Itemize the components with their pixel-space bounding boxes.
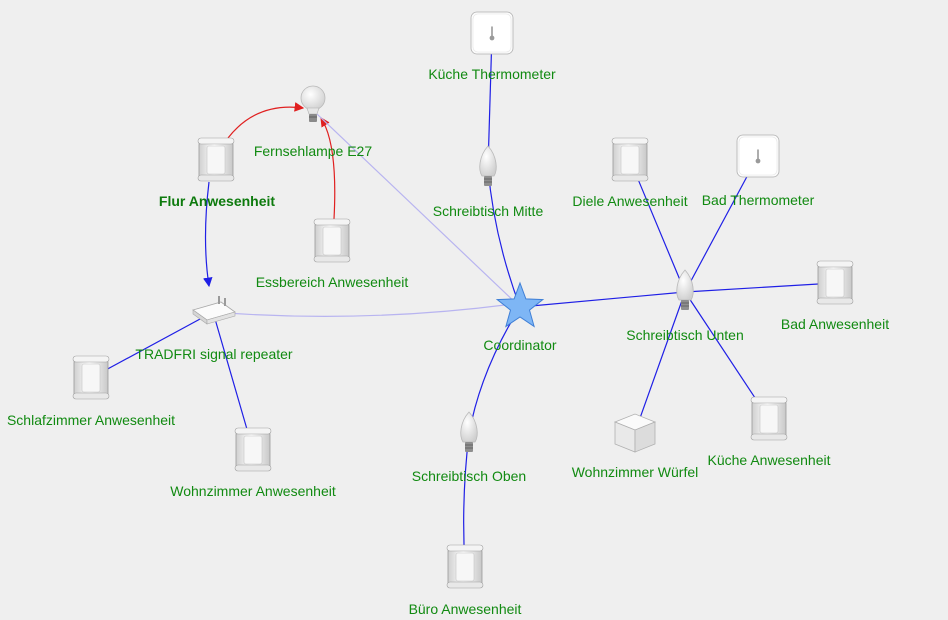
node-fernsehlampe[interactable] <box>300 85 326 122</box>
motion-sensor-icon <box>197 137 235 182</box>
link-flur-fernsehlampe <box>227 102 305 139</box>
link-schreibtisch-oben-coordinator <box>468 306 521 435</box>
labels-layer: Coordinator Küche ThermometerSchreibtisch… <box>7 66 889 617</box>
bulb-icon <box>479 145 497 186</box>
link-tradfri-coordinator <box>212 302 521 317</box>
node-label-wohnzimmer-wuerfel: Wohnzimmer Würfel <box>572 464 699 480</box>
node-wohnzimmer-wuerfel[interactable] <box>613 413 657 453</box>
link-schreibtisch-mitte-coordinator <box>487 167 521 308</box>
node-label-fernsehlampe: Fernsehlampe E27 <box>254 143 373 159</box>
link-essbereich-fernsehlampe <box>320 116 336 220</box>
link-wohnzimmer-tradfri <box>212 311 254 451</box>
node-label-coordinator: Coordinator <box>483 337 556 353</box>
node-bad[interactable] <box>816 260 854 305</box>
link-bad-thermometer-schreibtisch-unten <box>684 155 759 293</box>
node-schlafzimmer[interactable] <box>72 355 110 400</box>
node-diele[interactable] <box>611 137 649 182</box>
node-label-wohnzimmer: Wohnzimmer Anwesenheit <box>170 483 336 499</box>
link-bad-schreibtisch-unten <box>684 282 836 293</box>
node-label-tradfri: TRADFRI signal repeater <box>135 346 293 362</box>
thermometer-icon <box>470 11 514 55</box>
node-label-schlafzimmer: Schlafzimmer Anwesenheit <box>7 412 175 428</box>
e27-bulb-icon <box>300 85 326 122</box>
node-label-flur: Flur Anwesenheit <box>159 193 276 209</box>
node-label-schreibtisch-oben: Schreibtisch Oben <box>412 468 526 484</box>
link-wohnzimmer-wuerfel-schreibtisch-unten <box>634 291 686 433</box>
link-kueche-thermometer-schreibtisch-mitte <box>487 32 493 169</box>
node-coordinator[interactable] <box>495 281 545 328</box>
node-schreibtisch-oben[interactable] <box>460 411 478 452</box>
motion-sensor-icon <box>313 218 351 263</box>
node-kueche-thermometer[interactable] <box>470 11 514 55</box>
repeater-icon <box>192 296 236 325</box>
link-flur-tradfri <box>202 181 213 288</box>
cube-icon <box>613 413 657 453</box>
node-label-bad: Bad Anwesenheit <box>781 316 889 332</box>
link-schreibtisch-unten-coordinator <box>519 291 686 308</box>
link-fernsehlampe-coordinator <box>316 113 521 308</box>
node-buero[interactable] <box>446 544 484 589</box>
node-bad-thermometer[interactable] <box>736 134 780 178</box>
link-schlafzimmer-tradfri <box>90 311 214 379</box>
node-label-kueche-thermometer: Küche Thermometer <box>428 66 556 82</box>
links-layer <box>90 32 836 568</box>
node-wohnzimmer[interactable] <box>234 427 272 472</box>
node-label-bad-thermometer: Bad Thermometer <box>702 192 815 208</box>
link-diele-schreibtisch-unten <box>629 159 686 293</box>
motion-sensor-icon <box>611 137 649 182</box>
star-icon <box>495 281 545 328</box>
bulb-icon <box>460 411 478 452</box>
node-label-schreibtisch-unten: Schreibtisch Unten <box>626 327 744 343</box>
node-flur[interactable] <box>197 137 235 182</box>
node-label-schreibtisch-mitte: Schreibtisch Mitte <box>433 203 544 219</box>
node-essbereich[interactable] <box>313 218 351 263</box>
node-label-buero: Büro Anwesenheit <box>409 601 522 617</box>
motion-sensor-icon <box>72 355 110 400</box>
node-schreibtisch-mitte[interactable] <box>479 145 497 186</box>
motion-sensor-icon <box>816 260 854 305</box>
bulb-icon <box>676 269 694 310</box>
node-label-essbereich: Essbereich Anwesenheit <box>256 274 409 290</box>
motion-sensor-icon <box>234 427 272 472</box>
motion-sensor-icon <box>446 544 484 589</box>
thermometer-icon <box>736 134 780 178</box>
motion-sensor-icon <box>750 396 788 441</box>
node-schreibtisch-unten[interactable] <box>676 269 694 310</box>
node-kueche[interactable] <box>750 396 788 441</box>
node-label-kueche: Küche Anwesenheit <box>708 452 831 468</box>
nodes-layer <box>72 11 854 589</box>
node-tradfri[interactable] <box>192 296 236 325</box>
node-label-diele: Diele Anwesenheit <box>572 193 687 209</box>
